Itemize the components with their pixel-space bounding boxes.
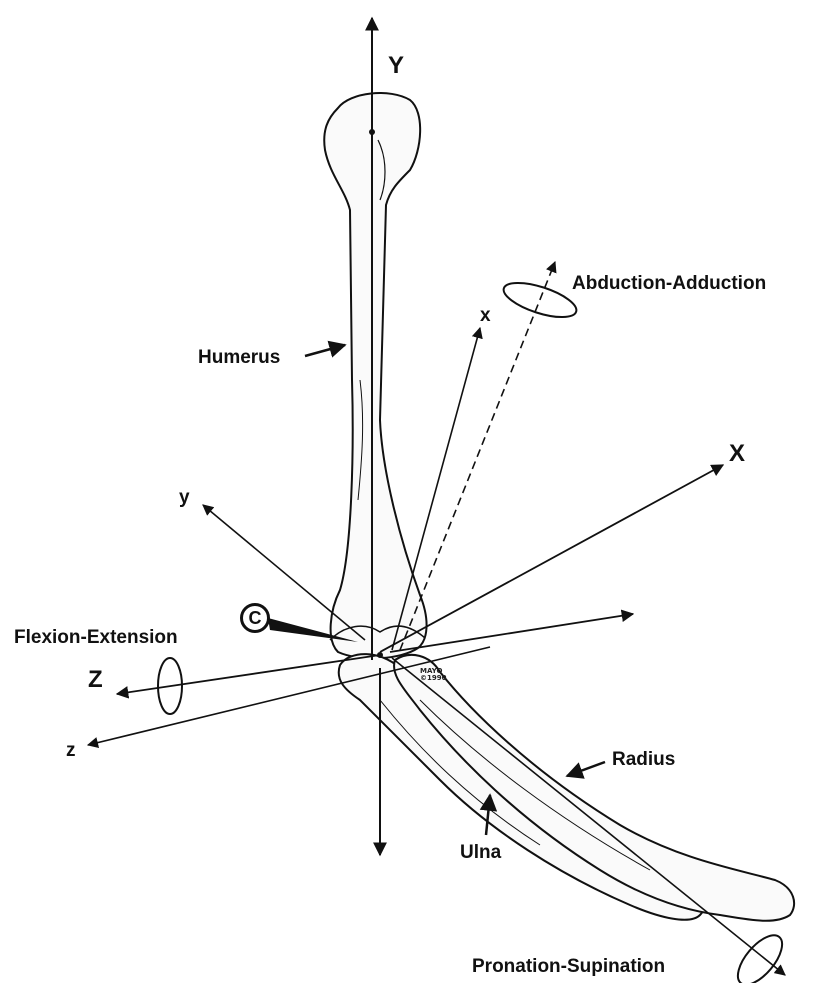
x-axis-label: x xyxy=(480,306,491,325)
flexion-extension-label: Flexion-Extension xyxy=(14,628,178,647)
X-axis-line xyxy=(380,465,723,652)
Z-axis-label: Z xyxy=(88,668,103,692)
radius-pointer xyxy=(567,762,605,776)
humeral-head-dot xyxy=(369,129,375,135)
joint-center-dot xyxy=(377,652,383,658)
pronation-supination-label: Pronation-Supination xyxy=(472,957,665,976)
z-axis-label: z xyxy=(66,741,76,760)
y-axis-label: y xyxy=(179,488,190,507)
abduction-rotation-ellipse xyxy=(500,276,580,324)
ulna-label: Ulna xyxy=(460,843,501,862)
y-axis-line xyxy=(203,505,365,640)
mayo-copyright-stamp: MAYO ©1990 xyxy=(420,668,446,683)
x-axis-line xyxy=(392,328,480,650)
humerus-label: Humerus xyxy=(198,348,280,367)
humerus-pointer xyxy=(305,345,345,356)
radius-label: Radius xyxy=(612,750,675,769)
X-axis-label: X xyxy=(729,442,745,466)
joint-center-c-label: C xyxy=(240,603,270,633)
abduction-axis-line xyxy=(400,262,555,650)
abduction-adduction-label: Abduction-Adduction xyxy=(572,274,766,293)
forearm-bones xyxy=(339,654,794,921)
stamp-line-2: ©1990 xyxy=(420,675,446,682)
pronation-axis-line xyxy=(392,658,785,975)
Y-axis-label: Y xyxy=(388,54,404,78)
humerus-bone xyxy=(324,93,426,658)
